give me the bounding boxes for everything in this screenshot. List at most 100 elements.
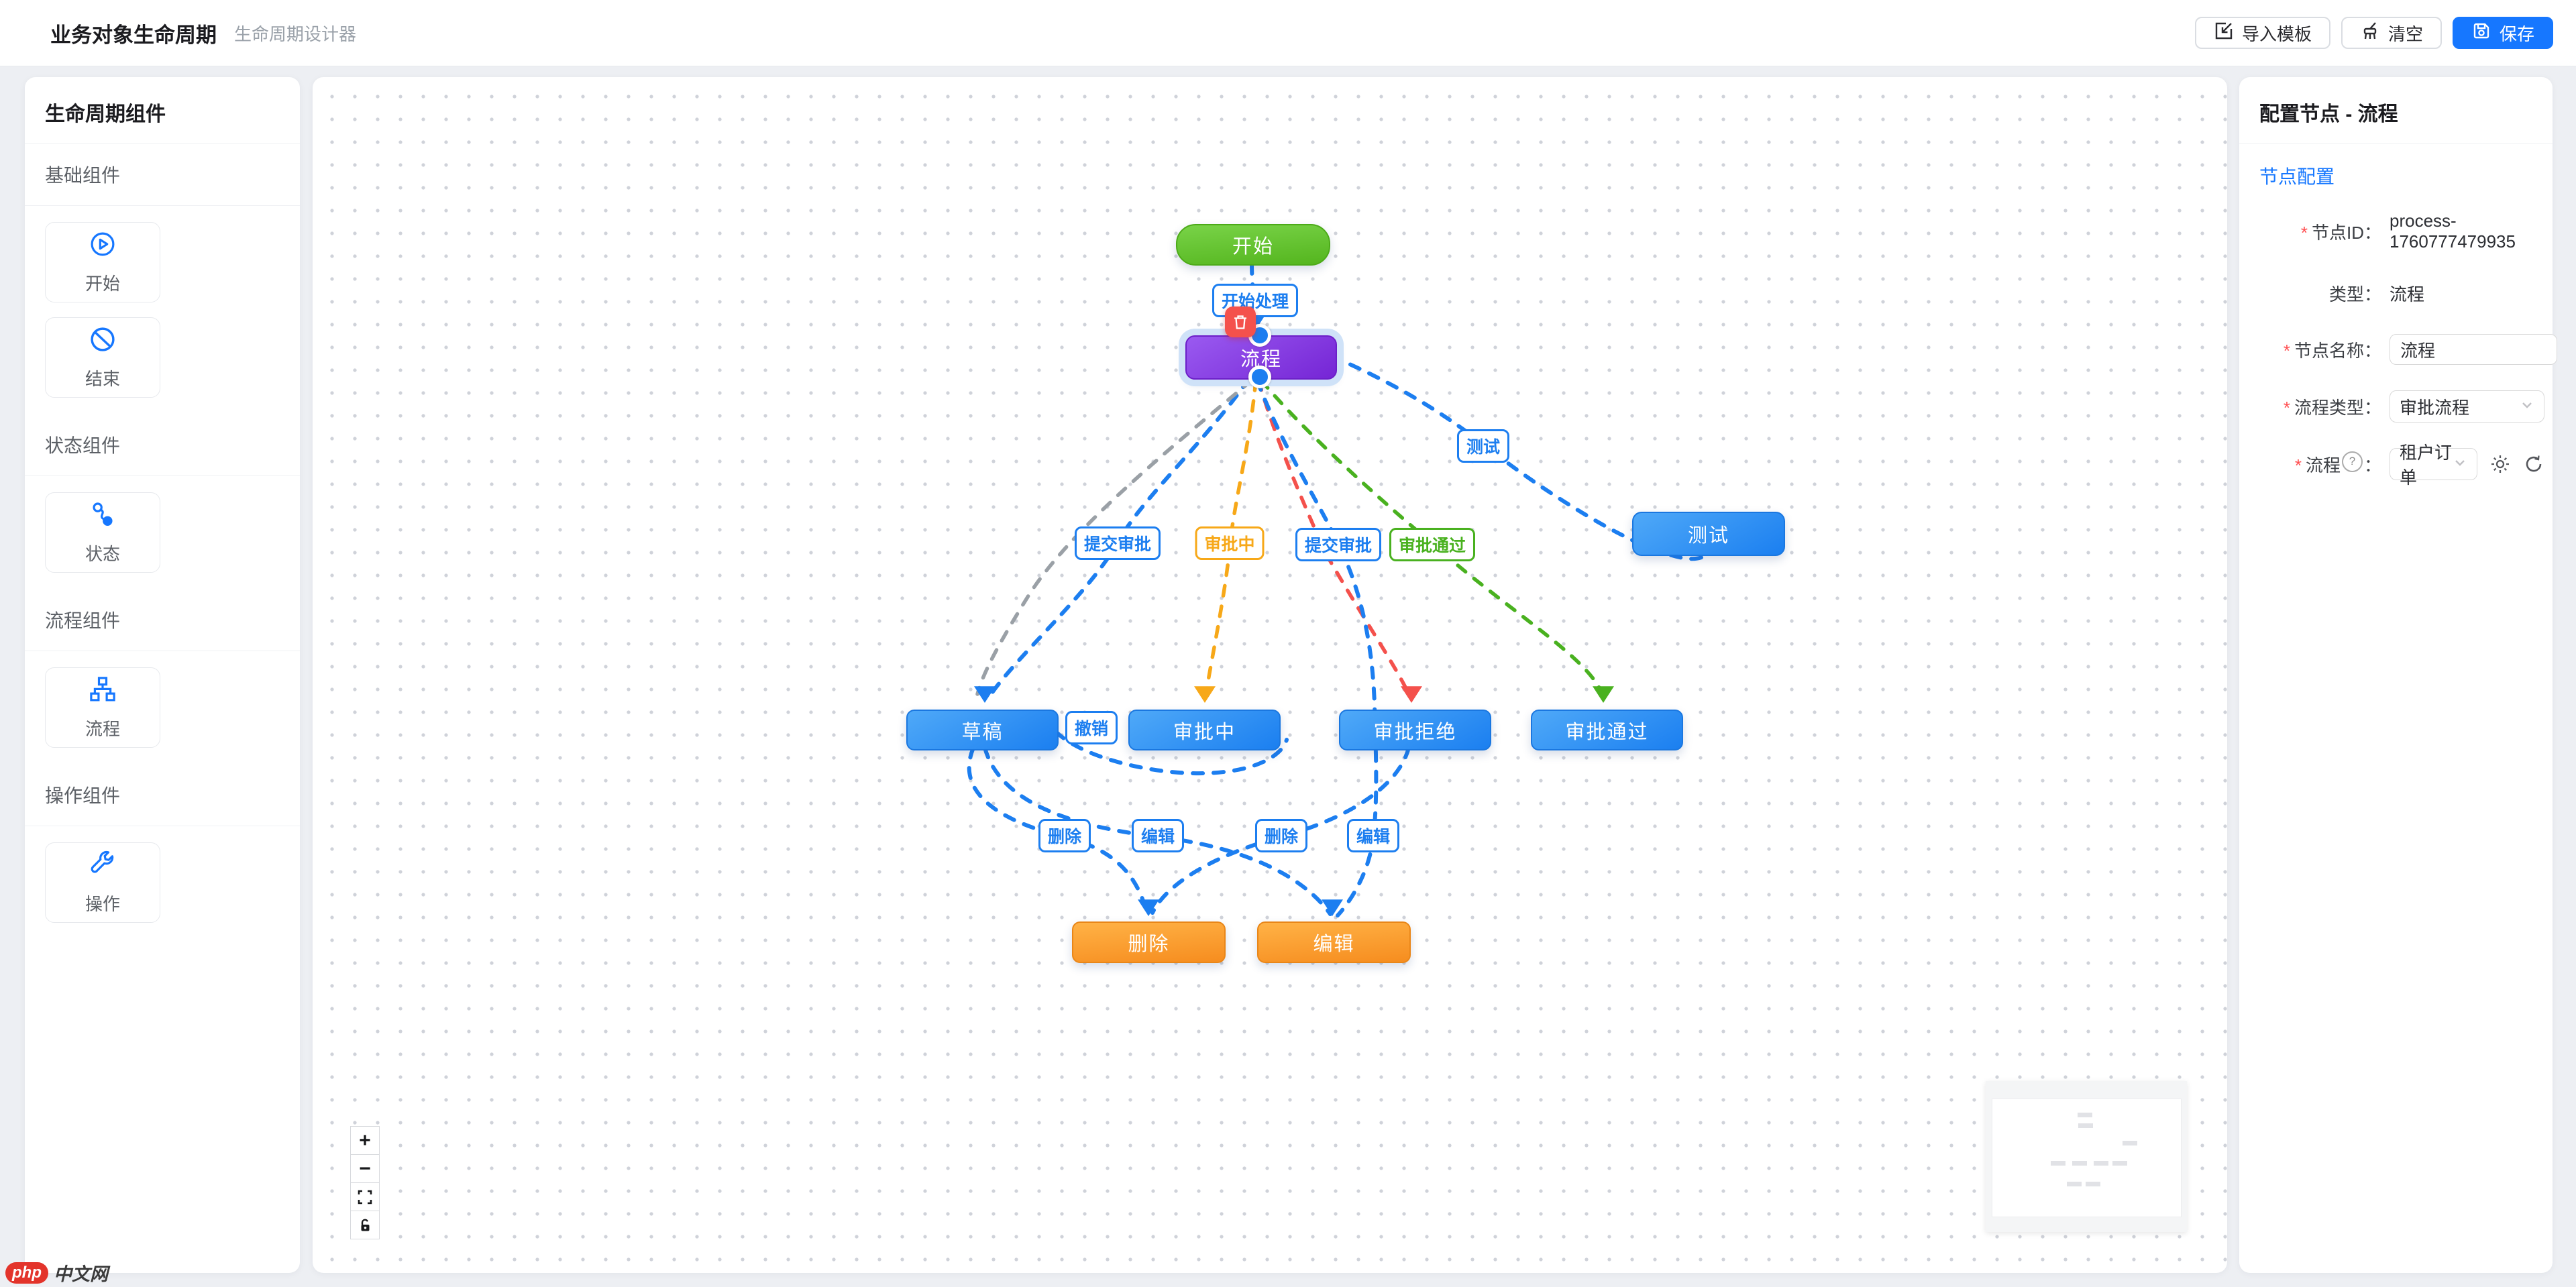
help-icon[interactable]: ? bbox=[2341, 451, 2363, 472]
edge-label[interactable]: 提交审批 bbox=[1074, 526, 1161, 560]
php-badge: php bbox=[5, 1262, 48, 1284]
state-route-icon bbox=[88, 500, 117, 533]
flow-node-rejected[interactable]: 审批拒绝 bbox=[1339, 710, 1491, 750]
forbid-circle-icon bbox=[88, 325, 117, 357]
minimap-viewport[interactable] bbox=[1992, 1099, 2182, 1217]
flow-type-select[interactable]: 审批流程 bbox=[2390, 390, 2544, 423]
edge-label[interactable]: 编辑 bbox=[1131, 819, 1185, 852]
page-subtitle: 生命周期设计器 bbox=[234, 23, 357, 44]
app-header: 业务对象生命周期 生命周期设计器 导入模板 清空 保存 bbox=[0, 0, 2576, 66]
flow-select[interactable]: 租户订单 bbox=[2390, 443, 2477, 488]
minimap-node-mark bbox=[2086, 1182, 2100, 1186]
config-panel: 配置节点 - 流程 节点配置 *节点ID： process-1760777479… bbox=[2239, 77, 2557, 1273]
minimap-node-mark bbox=[2094, 1161, 2108, 1166]
edge-label[interactable]: 审批通过 bbox=[1389, 528, 1476, 561]
clear-button[interactable]: 清空 bbox=[2341, 17, 2442, 49]
minimap[interactable] bbox=[1986, 1081, 2187, 1232]
sitemap-icon bbox=[88, 675, 117, 708]
edge-arrowhead bbox=[1194, 686, 1216, 703]
save-button[interactable]: 保存 bbox=[2452, 17, 2553, 49]
canvas-toolbar: + − bbox=[350, 1126, 380, 1239]
flow-edge-blue[interactable] bbox=[1250, 262, 1258, 326]
type-value: 流程 bbox=[2390, 284, 2425, 304]
component-card-operation[interactable]: 操作 bbox=[45, 842, 160, 923]
flow-edge-green[interactable] bbox=[1259, 378, 1605, 699]
zoom-out-button[interactable]: − bbox=[350, 1154, 380, 1183]
edge-label[interactable]: 删除 bbox=[1038, 819, 1091, 852]
flow-node-edit[interactable]: 编辑 bbox=[1257, 921, 1411, 963]
flow-edge-blue[interactable] bbox=[1054, 730, 1289, 776]
edge-arrowhead bbox=[1322, 899, 1343, 916]
flow-edge-orange[interactable] bbox=[1203, 378, 1258, 699]
fit-view-button[interactable] bbox=[350, 1182, 380, 1211]
flow-edge-blue[interactable] bbox=[1150, 746, 1411, 915]
component-card-start[interactable]: 开始 bbox=[45, 222, 160, 302]
flow-edge-gray[interactable] bbox=[975, 378, 1254, 696]
field-row-node-id: *节点ID： process-1760777479935 bbox=[2239, 211, 2544, 252]
type-label: 类型： bbox=[2328, 284, 2381, 304]
node-id-label: 节点ID： bbox=[2311, 222, 2381, 243]
section-process-components: 流程组件 bbox=[25, 589, 300, 651]
edge-label[interactable]: 删除 bbox=[1254, 819, 1308, 852]
flow-node-test[interactable]: 测试 bbox=[1632, 512, 1785, 556]
header-actions: 导入模板 清空 保存 bbox=[2194, 17, 2553, 49]
config-panel-title: 配置节点 - 流程 bbox=[2239, 77, 2553, 144]
section-state-components: 状态组件 bbox=[25, 414, 300, 476]
section-operation-components: 操作组件 bbox=[25, 764, 300, 826]
flow-node-approving[interactable]: 审批中 bbox=[1128, 710, 1281, 750]
component-card-process[interactable]: 流程 bbox=[45, 667, 160, 748]
zoom-in-button[interactable]: + bbox=[350, 1126, 380, 1155]
minimap-node-mark bbox=[2067, 1182, 2082, 1186]
refresh-icon[interactable] bbox=[2523, 453, 2544, 475]
nodes-layer: 开始流程测试草稿审批中审批拒绝审批通过删除编辑 bbox=[313, 77, 2227, 1273]
minimap-node-mark bbox=[2112, 1161, 2127, 1166]
node-name-input[interactable] bbox=[2390, 334, 2557, 365]
import-icon bbox=[2214, 21, 2234, 46]
edge-labels-layer: 开始处理测试提交审批审批中提交审批审批通过撤销删除编辑删除编辑 bbox=[313, 77, 2227, 1273]
connection-port[interactable] bbox=[1248, 366, 1271, 388]
page-title: 业务对象生命周期 bbox=[50, 23, 217, 47]
import-template-button[interactable]: 导入模板 bbox=[2194, 17, 2330, 49]
node-name-label: 节点名称： bbox=[2294, 340, 2381, 361]
tab-node-config[interactable]: 节点配置 bbox=[2259, 166, 2335, 187]
site-watermark: php 中文网 bbox=[5, 1260, 108, 1286]
lock-button[interactable] bbox=[350, 1211, 380, 1239]
edge-label[interactable]: 提交审批 bbox=[1295, 528, 1382, 561]
edge-label[interactable]: 撤销 bbox=[1065, 711, 1118, 744]
edge-label[interactable]: 测试 bbox=[1456, 429, 1510, 463]
broom-icon bbox=[2360, 21, 2380, 46]
field-row-node-name: *节点名称： bbox=[2239, 334, 2557, 365]
field-row-flow-type: *流程类型： 审批流程 bbox=[2239, 390, 2544, 423]
minimap-node-mark bbox=[2078, 1113, 2092, 1117]
flow-node-approved[interactable]: 审批通过 bbox=[1531, 710, 1683, 750]
gear-icon[interactable] bbox=[2489, 453, 2511, 475]
delete-edge-button[interactable] bbox=[1225, 306, 1256, 337]
minimap-node-mark bbox=[2078, 1123, 2093, 1128]
flow-label: 流程 bbox=[2305, 455, 2341, 476]
minimap-node-mark bbox=[2123, 1141, 2137, 1145]
edge-arrowhead bbox=[974, 686, 996, 703]
sidebar-title: 生命周期组件 bbox=[25, 77, 300, 144]
minimap-node-mark bbox=[2072, 1161, 2087, 1166]
edge-arrowhead bbox=[1138, 899, 1159, 916]
flow-edge-red[interactable] bbox=[1256, 378, 1412, 699]
flow-node-start[interactable]: 开始 bbox=[1176, 224, 1330, 266]
edge-label[interactable]: 审批中 bbox=[1195, 526, 1265, 560]
component-card-state[interactable]: 状态 bbox=[45, 492, 160, 573]
play-circle-icon bbox=[88, 229, 117, 262]
save-icon bbox=[2471, 21, 2491, 46]
flow-node-draft[interactable]: 草稿 bbox=[906, 710, 1059, 750]
edge-label[interactable]: 编辑 bbox=[1346, 819, 1400, 852]
canvas[interactable]: 开始流程测试草稿审批中审批拒绝审批通过删除编辑 开始处理测试提交审批审批中提交审… bbox=[313, 77, 2227, 1273]
trash-icon bbox=[1234, 315, 1246, 329]
edge-arrowhead bbox=[1593, 686, 1614, 703]
field-row-type: 类型： 流程 bbox=[2239, 278, 2544, 309]
component-card-end[interactable]: 结束 bbox=[45, 317, 160, 398]
flow-node-delete[interactable]: 删除 bbox=[1072, 921, 1226, 963]
flow-type-label: 流程类型： bbox=[2294, 397, 2381, 418]
component-sidebar: 生命周期组件 基础组件 开始 结束 状态组件 状态 流程组件 流程 操作组件 操… bbox=[25, 77, 300, 1273]
chevron-down-icon bbox=[2453, 454, 2467, 475]
chevron-down-icon bbox=[2520, 396, 2534, 417]
field-row-flow: *流程?： 租户订单 bbox=[2239, 443, 2544, 488]
flow-edge-blue[interactable] bbox=[1255, 378, 1379, 917]
